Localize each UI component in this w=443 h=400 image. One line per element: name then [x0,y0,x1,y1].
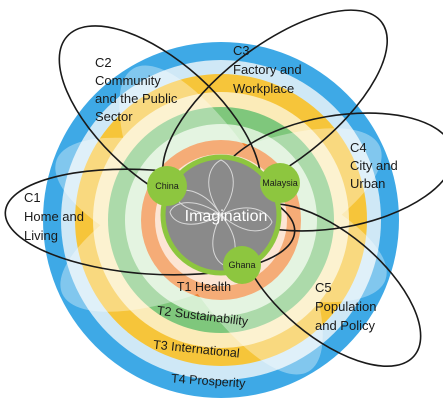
context-c2-label: C2 Community and the Public Sector [95,55,181,124]
context-c3-label: C3 Factory and Workplace [233,43,305,96]
theme-t4-label: T4 Prosperity [171,371,247,390]
node-china-label: China [155,181,179,191]
node-malaysia [260,163,300,203]
node-ghana-label: Ghana [228,260,255,270]
orbit-c1 [4,168,296,276]
node-ghana [223,246,261,284]
theme-t1-label: T1 Health [177,280,231,294]
center-label: Imagination [185,208,268,225]
context-c1-label: C1 Home and Living [24,190,88,243]
context-c4-label: C4 City and Urban [350,140,401,191]
node-china [147,166,187,206]
context-c5-label: C5 Population and Policy [315,280,380,333]
node-malaysia-label: Malaysia [262,178,298,188]
